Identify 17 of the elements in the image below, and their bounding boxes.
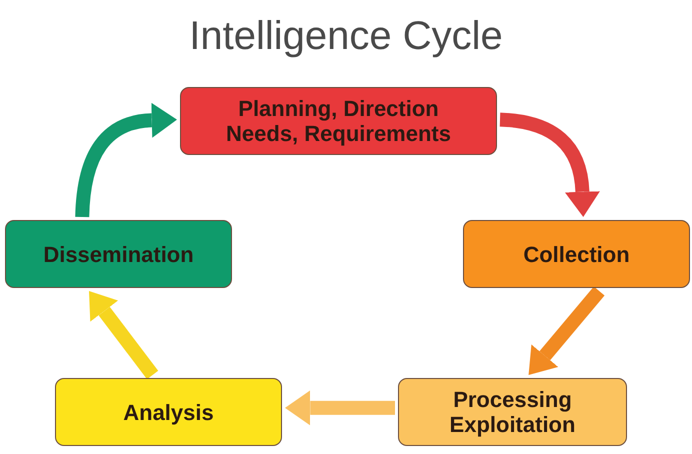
process-box bbox=[55, 378, 282, 446]
process-box bbox=[463, 220, 690, 288]
cycle-arrow bbox=[285, 390, 395, 426]
diagram-title: Intelligence Cycle bbox=[188, 13, 504, 60]
cycle-arrow bbox=[88, 291, 158, 380]
process-box bbox=[398, 378, 627, 446]
process-box bbox=[5, 220, 232, 288]
cycle-arrow bbox=[500, 112, 600, 217]
step-label: Planning, Direction bbox=[238, 96, 439, 121]
process-box bbox=[180, 87, 497, 155]
cycle-arrow bbox=[75, 102, 177, 218]
step-label: Dissemination bbox=[43, 242, 194, 266]
step-label: Collection bbox=[523, 242, 630, 266]
step-label: Processing Exploitation bbox=[448, 387, 576, 437]
step-label: Analysis bbox=[123, 400, 214, 424]
cycle-arrow bbox=[528, 286, 605, 375]
step-label: Needs, Requirements bbox=[226, 121, 451, 146]
